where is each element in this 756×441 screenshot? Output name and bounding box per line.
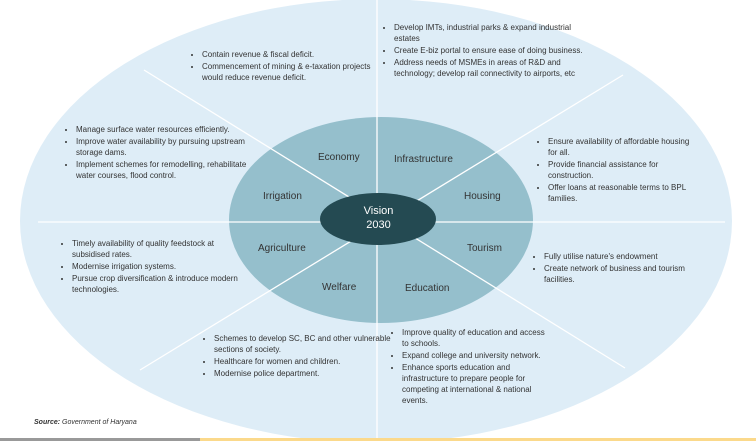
bottom-border-gray (0, 438, 200, 441)
sector-irrigation: Irrigation (263, 191, 302, 202)
infrastructure-bullets: Develop IMTs, industrial parks & expand … (382, 22, 584, 80)
sector-tourism: Tourism (467, 243, 503, 254)
bullet: Improve water availability by pursuing u… (76, 136, 248, 158)
bullet: Timely availability of quality feedstock… (72, 238, 252, 260)
bullet: Offer loans at reasonable terms to BPL f… (548, 182, 698, 204)
sector-housing: Housing (464, 191, 501, 202)
bullet: Schemes to develop SC, BC and other vuln… (214, 333, 394, 355)
bullet: Ensure availability of affordable housin… (548, 136, 698, 158)
sector-welfare: Welfare (322, 282, 357, 293)
bullet: Healthcare for women and children. (214, 356, 394, 367)
education-bullets: Improve quality of education and access … (390, 327, 552, 407)
bullet: Contain revenue & fiscal deficit. (202, 49, 387, 60)
bullet: Improve quality of education and access … (402, 327, 552, 349)
economy-bullets: Contain revenue & fiscal deficit. Commen… (190, 49, 387, 84)
bullet: Modernise irrigation systems. (72, 261, 252, 272)
source-note: Source: Government of Haryana (34, 419, 137, 426)
bullet: Commencement of mining & e-taxation proj… (202, 61, 387, 83)
bullet: Implement schemes for remodelling, rehab… (76, 159, 248, 181)
irrigation-bullets: Manage surface water resources efficient… (64, 124, 248, 182)
bullet: Expand college and university network. (402, 350, 552, 361)
sector-agriculture: Agriculture (258, 243, 306, 254)
core-ellipse (320, 193, 436, 245)
welfare-bullets: Schemes to develop SC, BC and other vuln… (202, 333, 394, 380)
sector-economy: Economy (318, 152, 360, 163)
bullet: Enhance sports education and infrastruct… (402, 362, 552, 406)
bullet: Provide financial assistance for constru… (548, 159, 698, 181)
bullet: Pursue crop diversification & introduce … (72, 273, 252, 295)
bullet: Manage surface water resources efficient… (76, 124, 248, 135)
bullet: Modernise police department. (214, 368, 394, 379)
sector-infrastructure: Infrastructure (394, 154, 453, 165)
sector-education: Education (405, 283, 450, 294)
bottom-border-yellow (200, 438, 756, 441)
agriculture-bullets: Timely availability of quality feedstock… (60, 238, 252, 296)
bullet: Fully utilise nature's endowment (544, 251, 704, 262)
bullet: Address needs of MSMEs in areas of R&D a… (394, 57, 584, 79)
tourism-bullets: Fully utilise nature's endowment Create … (532, 251, 704, 286)
housing-bullets: Ensure availability of affordable housin… (536, 136, 698, 205)
bullet: Create network of business and tourism f… (544, 263, 704, 285)
bullet: Create E-biz portal to ensure ease of do… (394, 45, 584, 56)
bullet: Develop IMTs, industrial parks & expand … (394, 22, 584, 44)
